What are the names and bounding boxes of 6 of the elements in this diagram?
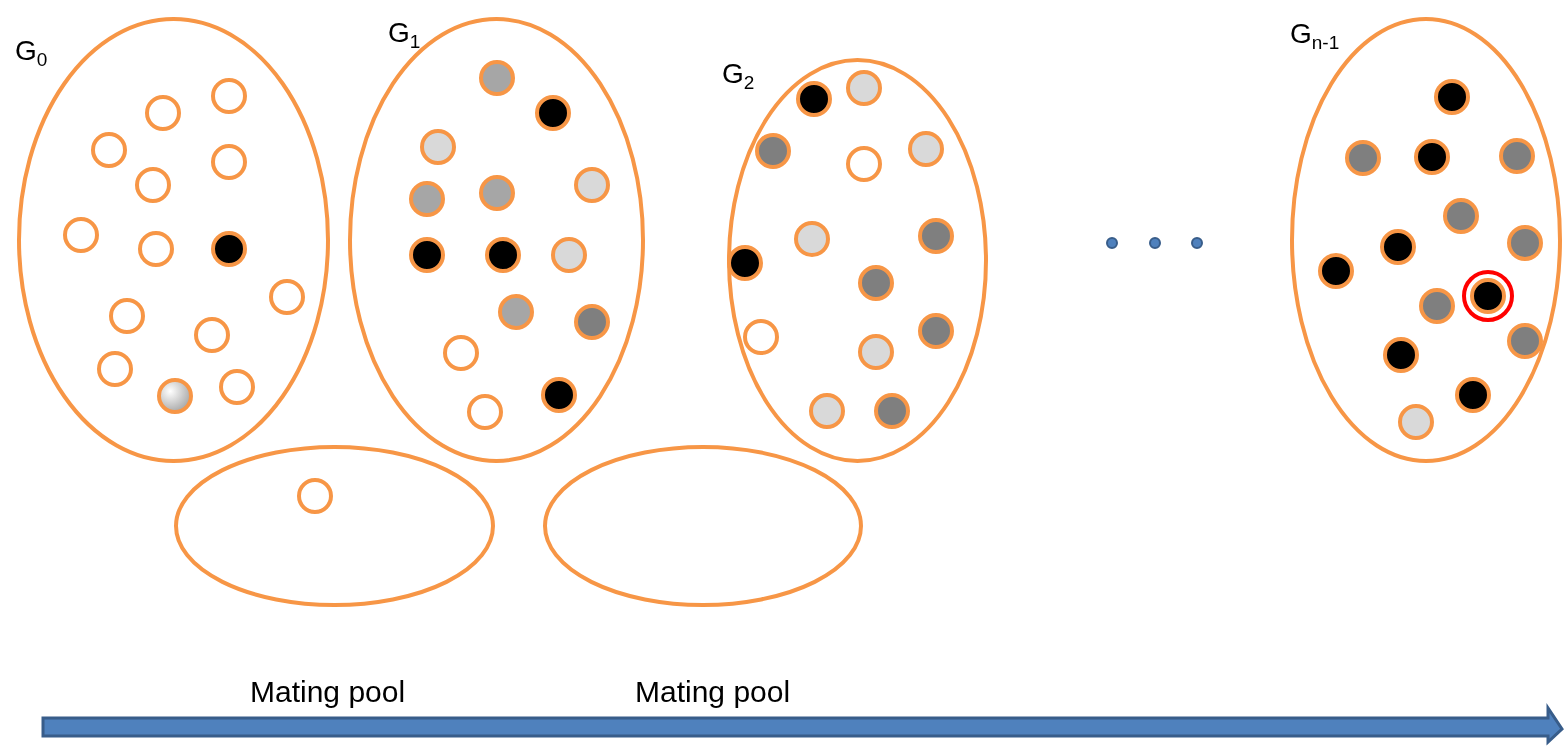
pool-label: Mating pool	[250, 677, 406, 707]
generation-label: G$_{2}$	[722, 60, 755, 92]
generation-label: G$_{n-1}$	[1290, 20, 1340, 52]
pool-label: Mating pool	[635, 677, 791, 707]
generation-label: G$_{1}$	[388, 19, 421, 51]
generation-label: G$_{0}$	[15, 37, 48, 69]
